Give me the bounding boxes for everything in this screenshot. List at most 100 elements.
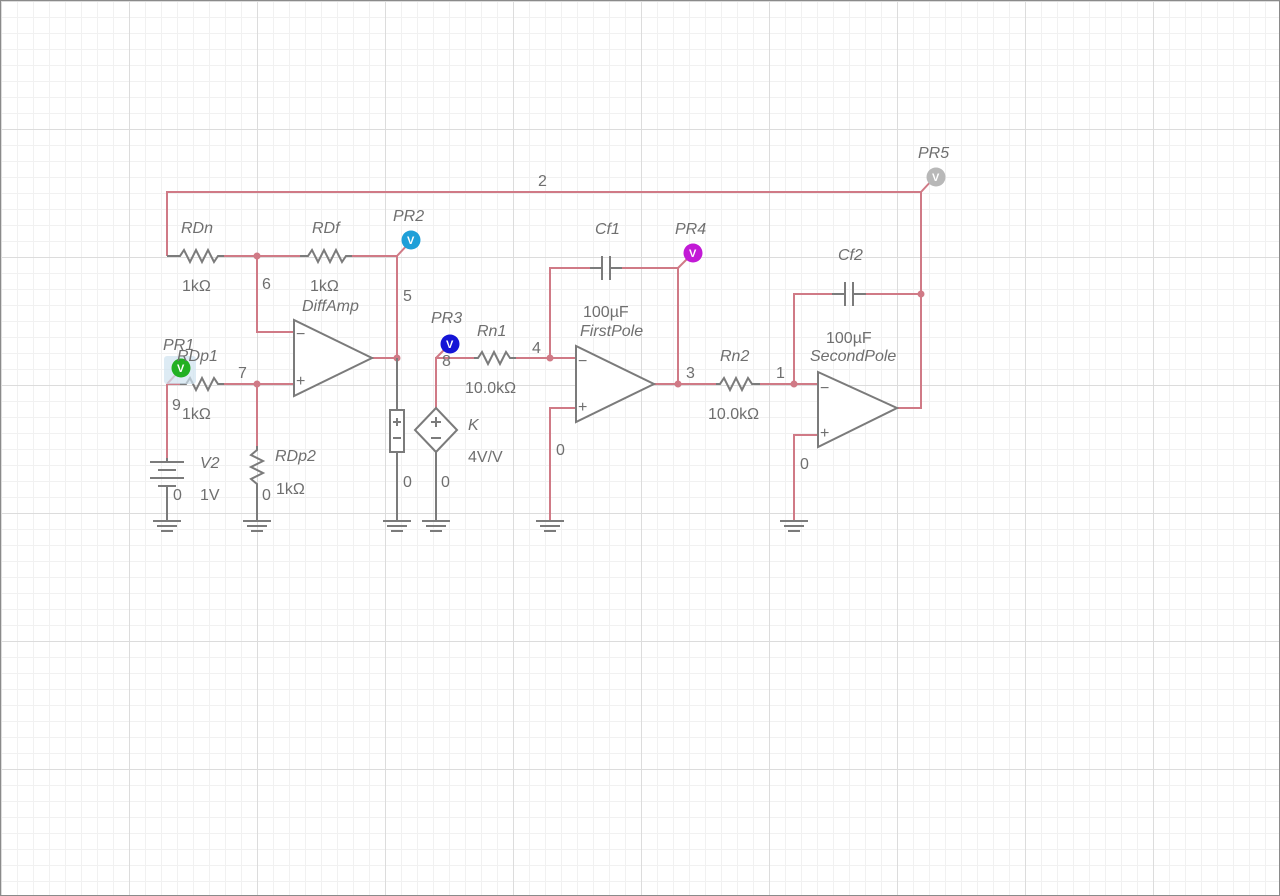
rn1-name: Rn1 bbox=[477, 323, 506, 340]
ground-rdp2 bbox=[243, 520, 271, 532]
net-label-0-k: 0 bbox=[441, 474, 450, 491]
resistor-rdp2[interactable] bbox=[248, 446, 266, 490]
net-label-7: 7 bbox=[238, 365, 247, 382]
probe-pr4-dot bbox=[683, 243, 703, 263]
net-label-0-rdp2: 0 bbox=[262, 487, 271, 504]
wire-cf1-left[interactable] bbox=[549, 267, 590, 358]
svg-text:−: − bbox=[296, 326, 305, 343]
net-label-1: 1 bbox=[776, 365, 785, 382]
opamp-diffamp[interactable]: − + bbox=[293, 318, 375, 398]
probe-pr2-dot bbox=[401, 230, 421, 250]
probe-pr1-dot bbox=[171, 358, 191, 378]
cf1-name: Cf1 bbox=[595, 221, 620, 238]
wire-net-2[interactable] bbox=[166, 191, 922, 409]
resistor-rn1[interactable] bbox=[474, 349, 516, 367]
probe-pr2[interactable]: V bbox=[401, 230, 421, 250]
resistor-rdn[interactable] bbox=[167, 247, 224, 265]
probe-pr5-label: PR5 bbox=[918, 145, 949, 162]
ground-firstpole bbox=[536, 520, 564, 532]
cf2-value: 100µF bbox=[826, 330, 872, 347]
net-label-0-firstpole: 0 bbox=[556, 442, 565, 459]
wire-node-6-to-minus[interactable] bbox=[256, 256, 294, 333]
junction-node-2 bbox=[917, 290, 925, 298]
net-label-8: 8 bbox=[442, 353, 451, 370]
v2-name: V2 bbox=[200, 455, 220, 472]
net-label-4: 4 bbox=[532, 340, 541, 357]
resistor-rn2[interactable] bbox=[716, 375, 760, 393]
rn2-name: Rn2 bbox=[720, 348, 749, 365]
ground-secondpole bbox=[780, 520, 808, 532]
k-name: K bbox=[468, 417, 480, 434]
net-label-6: 6 bbox=[262, 276, 271, 293]
probe-pr5-dot bbox=[926, 167, 946, 187]
rdn-name: RDn bbox=[181, 220, 213, 237]
firstpole-name: FirstPole bbox=[580, 323, 643, 340]
diffamp-name: DiffAmp bbox=[302, 298, 359, 315]
opamp-secondpole[interactable]: − + bbox=[817, 370, 900, 449]
probe-pr5[interactable]: V bbox=[926, 167, 946, 187]
net-label-0-out: 0 bbox=[403, 474, 412, 491]
junction-node-4 bbox=[546, 354, 554, 362]
rdf-value: 1kΩ bbox=[310, 278, 339, 295]
rdp1-value: 1kΩ bbox=[182, 406, 211, 423]
rdp2-value: 1kΩ bbox=[276, 481, 305, 498]
component-leads bbox=[166, 358, 437, 520]
net-label-0-secondpole: 0 bbox=[800, 456, 809, 473]
probe-pr3[interactable]: V bbox=[440, 334, 460, 354]
v2-value: 1V bbox=[200, 487, 220, 504]
junction-node-6 bbox=[253, 252, 261, 260]
rdn-value: 1kΩ bbox=[182, 278, 211, 295]
net-label-5: 5 bbox=[403, 288, 412, 305]
wire-cf2-left[interactable] bbox=[793, 293, 832, 384]
voltage-source-v2[interactable] bbox=[150, 458, 184, 494]
svg-text:+: + bbox=[820, 425, 829, 442]
svg-text:+: + bbox=[296, 373, 305, 390]
probe-pr1[interactable]: V bbox=[171, 358, 191, 378]
wire-node-5[interactable] bbox=[352, 255, 398, 359]
capacitor-cf2[interactable] bbox=[832, 282, 866, 306]
svg-text:−: − bbox=[578, 353, 587, 370]
rdp2-name: RDp2 bbox=[275, 448, 316, 465]
capacitor-cf1[interactable] bbox=[590, 256, 622, 280]
ground-k bbox=[422, 520, 450, 532]
probe-pr3-label: PR3 bbox=[431, 310, 462, 327]
net-label-9: 9 bbox=[172, 397, 181, 414]
voltmeter-box[interactable] bbox=[389, 409, 405, 453]
probe-pr4[interactable]: V bbox=[683, 243, 703, 263]
dependent-source-k[interactable] bbox=[413, 406, 459, 454]
wire-firstpole-plus[interactable] bbox=[549, 407, 576, 520]
rn1-value: 10.0kΩ bbox=[465, 380, 516, 397]
rdf-name: RDf bbox=[312, 220, 341, 237]
svg-text:−: − bbox=[820, 380, 829, 397]
probe-pr4-label: PR4 bbox=[675, 221, 706, 238]
secondpole-name: SecondPole bbox=[810, 348, 896, 365]
probe-pr3-dot bbox=[440, 334, 460, 354]
svg-text:V: V bbox=[177, 363, 185, 375]
svg-text:V: V bbox=[446, 339, 454, 351]
svg-text:+: + bbox=[578, 399, 587, 416]
ground-voltmeter bbox=[383, 520, 411, 532]
svg-text:V: V bbox=[689, 248, 697, 260]
cf2-name: Cf2 bbox=[838, 247, 863, 264]
junction-node-7 bbox=[253, 380, 261, 388]
junctions bbox=[253, 252, 925, 388]
junction-node-3 bbox=[674, 380, 682, 388]
net-label-2: 2 bbox=[538, 173, 547, 190]
ground-v2 bbox=[153, 520, 181, 532]
rn2-value: 10.0kΩ bbox=[708, 406, 759, 423]
junction-node-1 bbox=[790, 380, 798, 388]
svg-text:V: V bbox=[407, 235, 415, 247]
svg-text:V: V bbox=[932, 172, 940, 184]
probe-pr1-label: PR1 bbox=[163, 337, 194, 354]
resistor-rdf[interactable] bbox=[300, 247, 352, 265]
probe-pr2-label: PR2 bbox=[393, 208, 424, 225]
net-label-3: 3 bbox=[686, 365, 695, 382]
k-value: 4V/V bbox=[468, 449, 503, 466]
rdp1-name: RDp1 bbox=[177, 348, 218, 365]
net-label-0-v2: 0 bbox=[173, 487, 182, 504]
cf1-value: 100µF bbox=[583, 304, 629, 321]
wire-secondpole-plus[interactable] bbox=[793, 434, 818, 520]
opamp-firstpole[interactable]: − + bbox=[575, 344, 657, 424]
